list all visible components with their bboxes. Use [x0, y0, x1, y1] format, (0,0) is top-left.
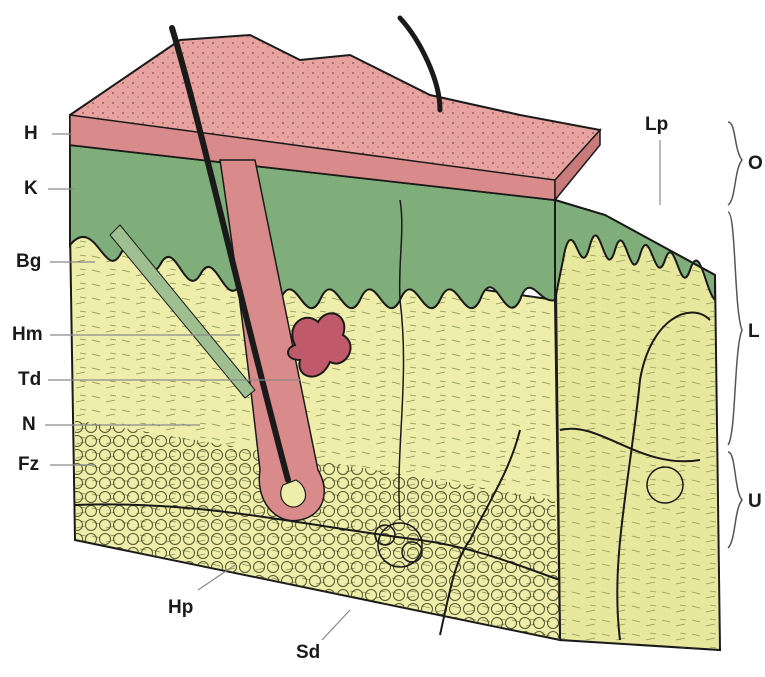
label-N: N	[22, 415, 36, 434]
label-H: H	[24, 124, 38, 143]
right-face-fibers	[555, 200, 720, 650]
label-Sd: Sd	[296, 643, 320, 662]
hair-follicle-inner	[281, 480, 306, 507]
label-Hm: Hm	[12, 325, 43, 344]
label-Bg: Bg	[16, 252, 41, 271]
label-U: U	[748, 492, 762, 511]
label-K: K	[24, 179, 38, 198]
layer-brackets	[728, 122, 742, 548]
label-Lp: Lp	[645, 115, 668, 134]
label-Fz: Fz	[18, 455, 39, 474]
label-Hp: Hp	[168, 598, 193, 617]
label-Td: Td	[18, 370, 41, 389]
label-L: L	[748, 322, 760, 341]
label-O: O	[748, 154, 763, 173]
